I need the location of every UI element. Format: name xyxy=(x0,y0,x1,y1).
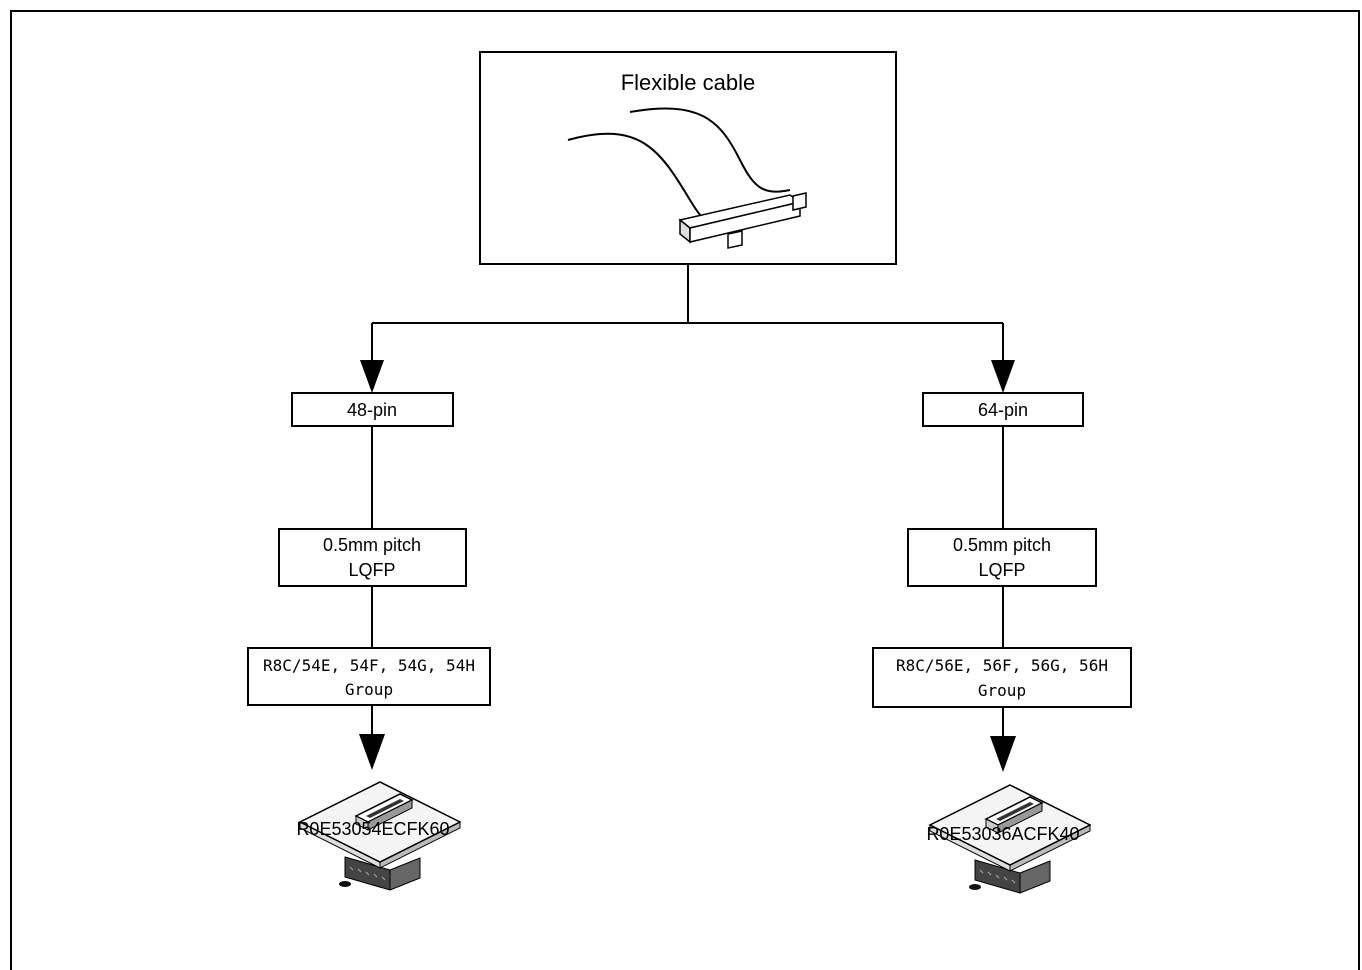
package-line2-right: LQFP xyxy=(978,560,1025,580)
package-line1-left: 0.5mm pitch xyxy=(323,535,421,555)
package-line2-left: LQFP xyxy=(348,560,395,580)
part-number-left: R0E53054ECFK60 xyxy=(296,819,449,839)
arrowheads xyxy=(359,360,1016,772)
connector-lines xyxy=(371,264,1004,737)
group-line2-left: Group xyxy=(345,680,393,699)
pin-count-box-right xyxy=(922,392,1084,427)
flexible-cable-icon xyxy=(567,107,807,249)
pin-count-right: 64-pin xyxy=(978,400,1028,420)
pin-count-box-left xyxy=(291,392,454,427)
flexible-cable-label: Flexible cable xyxy=(621,70,756,95)
package-box-left xyxy=(278,528,467,587)
package-box-right xyxy=(907,528,1097,587)
package-line1-right: 0.5mm pitch xyxy=(953,535,1051,555)
group-line2-right: Group xyxy=(978,681,1026,700)
group-line1-left: R8C/54E, 54F, 54G, 54H xyxy=(263,656,475,675)
pin-count-left: 48-pin xyxy=(347,400,397,420)
group-box-left xyxy=(247,647,491,706)
diagram-frame xyxy=(10,10,1360,970)
group-box-right xyxy=(872,647,1132,708)
part-number-right: R0E53036ACFK40 xyxy=(926,824,1079,844)
group-line1-right: R8C/56E, 56F, 56G, 56H xyxy=(896,656,1108,675)
